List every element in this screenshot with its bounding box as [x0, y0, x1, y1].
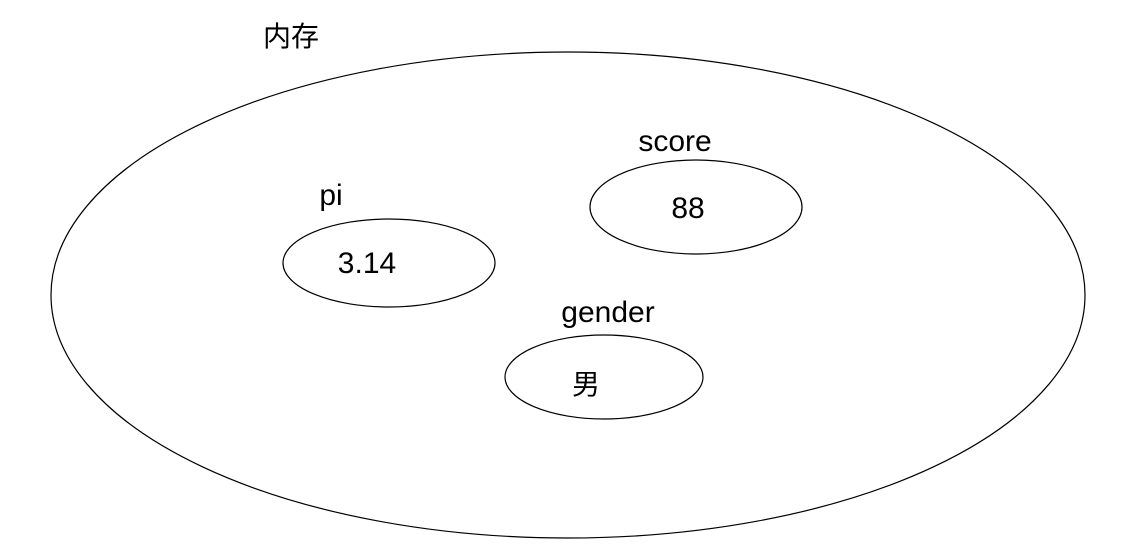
variable-name-score: score	[638, 125, 712, 158]
variable-value-pi: 3.14	[337, 247, 397, 280]
score-ellipse	[589, 159, 803, 255]
variable-name-pi: pi	[319, 179, 343, 212]
pi-ellipse	[282, 218, 496, 308]
variable-name-gender: gender	[561, 296, 655, 329]
memory-label: 内存	[262, 21, 320, 52]
variable-value-score: 88	[671, 192, 705, 225]
gender-ellipse	[504, 334, 704, 420]
variable-value-gender: 男	[571, 369, 601, 400]
memory-ellipse	[50, 51, 1086, 539]
